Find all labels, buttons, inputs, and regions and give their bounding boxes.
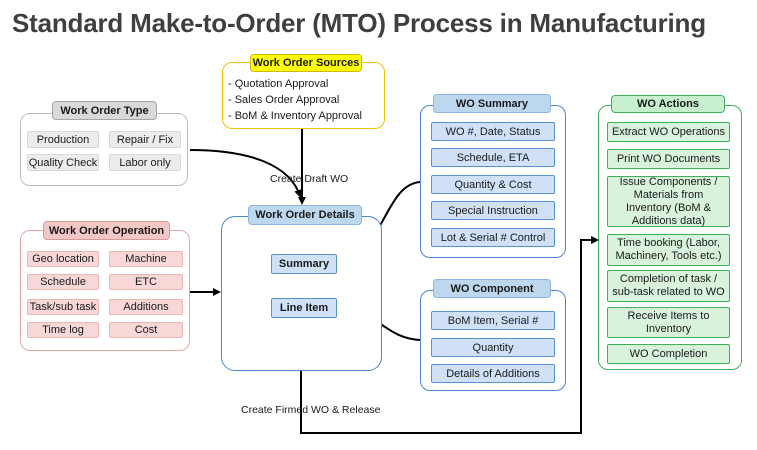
action-wo-completion: WO Completion: [607, 344, 730, 364]
action-extract-wo-operations: Extract WO Operations: [607, 122, 730, 142]
work-order-type-header: Work Order Type: [52, 101, 157, 120]
action-receive-items: Receive Items to Inventory: [607, 307, 730, 338]
operation-schedule: Schedule: [27, 274, 99, 290]
type-labor-only: Labor only: [109, 154, 181, 171]
summary-wo-date-status: WO #, Date, Status: [431, 122, 555, 141]
work-order-details-panel: [221, 216, 382, 371]
type-production: Production: [27, 131, 99, 148]
operation-additions: Additions: [109, 299, 183, 315]
operation-cost: Cost: [109, 322, 183, 338]
component-details-of-additions: Details of Additions: [431, 364, 555, 383]
work-order-sources-list: - Quotation Approval - Sales Order Appro…: [228, 76, 383, 124]
summary-special-instruction: Special Instruction: [431, 201, 555, 220]
details-summary: Summary: [271, 254, 337, 274]
details-line-item: Line Item: [271, 298, 337, 318]
operation-task-sub-task: Task/sub task: [27, 299, 99, 315]
source-quotation: - Quotation Approval: [228, 78, 329, 90]
summary-quantity-cost: Quantity & Cost: [431, 175, 555, 194]
page-title: Standard Make-to-Order (MTO) Process in …: [12, 8, 706, 38]
label-create-firmed-wo: Create Firmed WO & Release: [241, 404, 381, 416]
work-order-type-panel: [20, 113, 188, 186]
wo-summary-header: WO Summary: [433, 94, 551, 113]
type-repair-fix: Repair / Fix: [109, 131, 181, 148]
summary-schedule-eta: Schedule, ETA: [431, 148, 555, 167]
action-print-wo-documents: Print WO Documents: [607, 149, 730, 169]
operation-time-log: Time log: [27, 322, 99, 338]
work-order-details-header: Work Order Details: [248, 205, 362, 225]
work-order-sources-header: Work Order Sources: [250, 54, 362, 72]
operation-machine: Machine: [109, 251, 183, 267]
source-bom-inventory: - BoM & Inventory Approval: [228, 110, 362, 122]
wo-component-header: WO Component: [433, 279, 551, 298]
action-issue-components: Issue Components / Materials from Invent…: [607, 176, 730, 227]
action-time-booking: Time booking (Labor, Machinery, Tools et…: [607, 234, 730, 266]
operation-geo-location: Geo location: [27, 251, 99, 267]
work-order-sources-panel: [222, 62, 385, 129]
type-quality-check: Quality Check: [27, 154, 99, 171]
label-create-draft-wo: Create Draft WO: [270, 173, 349, 185]
source-sales-order: - Sales Order Approval: [228, 94, 340, 106]
component-bom-item-serial: BoM Item, Serial #: [431, 311, 555, 330]
operation-etc: ETC: [109, 274, 183, 290]
wo-actions-header: WO Actions: [611, 95, 725, 113]
component-quantity: Quantity: [431, 338, 555, 357]
summary-lot-serial-control: Lot & Serial # Control: [431, 228, 555, 247]
work-order-operation-header: Work Order Operation: [43, 221, 170, 240]
action-completion-of-task: Completion of task / sub-task related to…: [607, 270, 730, 302]
